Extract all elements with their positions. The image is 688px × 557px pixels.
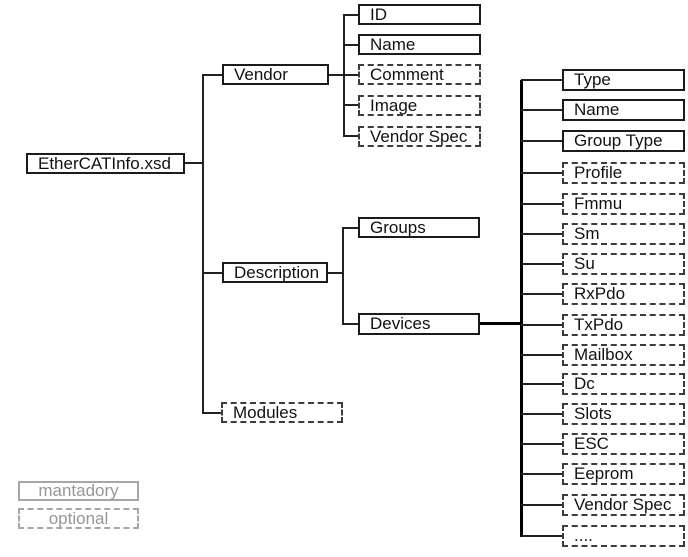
connector-devices: [342, 323, 358, 325]
node-vendor-id: ID: [358, 4, 481, 25]
node-dev-rxpdo: RxPdo: [562, 283, 685, 305]
connector-type: [521, 79, 562, 81]
connector-mailbox: [521, 354, 562, 356]
node-dev-dc: Dc: [562, 373, 685, 395]
connector-profile: [521, 172, 562, 174]
connector-rxpdo: [521, 293, 562, 295]
node-vendor-image: Image: [358, 95, 481, 116]
connector-eeprom: [521, 473, 562, 475]
connector-dev-vendorspec: [521, 504, 562, 506]
legend-optional: optional: [18, 508, 139, 529]
node-dev-mailbox: Mailbox: [562, 344, 685, 366]
node-vendor: Vendor: [222, 64, 329, 85]
node-dev-esc: ESC: [562, 433, 685, 455]
connector-root: [185, 162, 203, 164]
node-dev-type: Type: [562, 69, 685, 91]
connector-dc: [521, 383, 562, 385]
node-dev-slots: Slots: [562, 403, 685, 425]
node-dev-sm: Sm: [562, 223, 685, 245]
connector-modules: [202, 412, 222, 414]
node-dev-name: Name: [562, 99, 685, 121]
node-dev-vendorspec: Vendor Spec: [562, 494, 685, 516]
trunk-level1: [202, 74, 204, 414]
trunk-vendor-children: [343, 14, 345, 137]
connector-name: [343, 44, 358, 46]
connector-grouptype: [521, 140, 562, 142]
node-vendor-name: Name: [358, 34, 481, 55]
connector-sm: [521, 233, 562, 235]
connector-groups: [342, 227, 358, 229]
node-dev-txpdo: TxPdo: [562, 314, 685, 336]
node-dev-eeprom: Eeprom: [562, 463, 685, 485]
connector-su: [521, 263, 562, 265]
node-dev-su: Su: [562, 253, 685, 275]
node-description: Description: [222, 262, 328, 283]
connector-fmmu: [521, 203, 562, 205]
node-dev-grouptype: Group Type: [562, 130, 685, 152]
connector-devices-out: [480, 322, 521, 325]
node-modules: Modules: [221, 402, 343, 423]
node-vendor-vendorspec: Vendor Spec: [358, 126, 481, 147]
connector-id: [343, 14, 358, 16]
node-devices: Devices: [358, 313, 480, 335]
trunk-devices-children: [520, 80, 523, 537]
connector-vendor: [202, 74, 222, 76]
connector-vendorspec: [343, 135, 358, 137]
connector-description-out: [328, 272, 343, 274]
connector-ellipsis: [521, 535, 562, 537]
node-dev-ellipsis: ....: [562, 525, 685, 547]
connector-dev-name: [521, 109, 562, 111]
node-ethercatinfo-xsd: EtherCATInfo.xsd: [26, 153, 185, 174]
connector-esc: [521, 443, 562, 445]
node-groups: Groups: [358, 217, 480, 238]
node-dev-profile: Profile: [562, 162, 685, 184]
node-vendor-comment: Comment: [358, 64, 481, 85]
trunk-description-children: [342, 227, 344, 324]
connector-txpdo: [521, 324, 562, 326]
connector-image: [343, 104, 358, 106]
node-dev-fmmu: Fmmu: [562, 193, 685, 215]
connector-slots: [521, 413, 562, 415]
connector-description: [202, 272, 222, 274]
legend-mandatory: mantadory: [18, 481, 139, 501]
